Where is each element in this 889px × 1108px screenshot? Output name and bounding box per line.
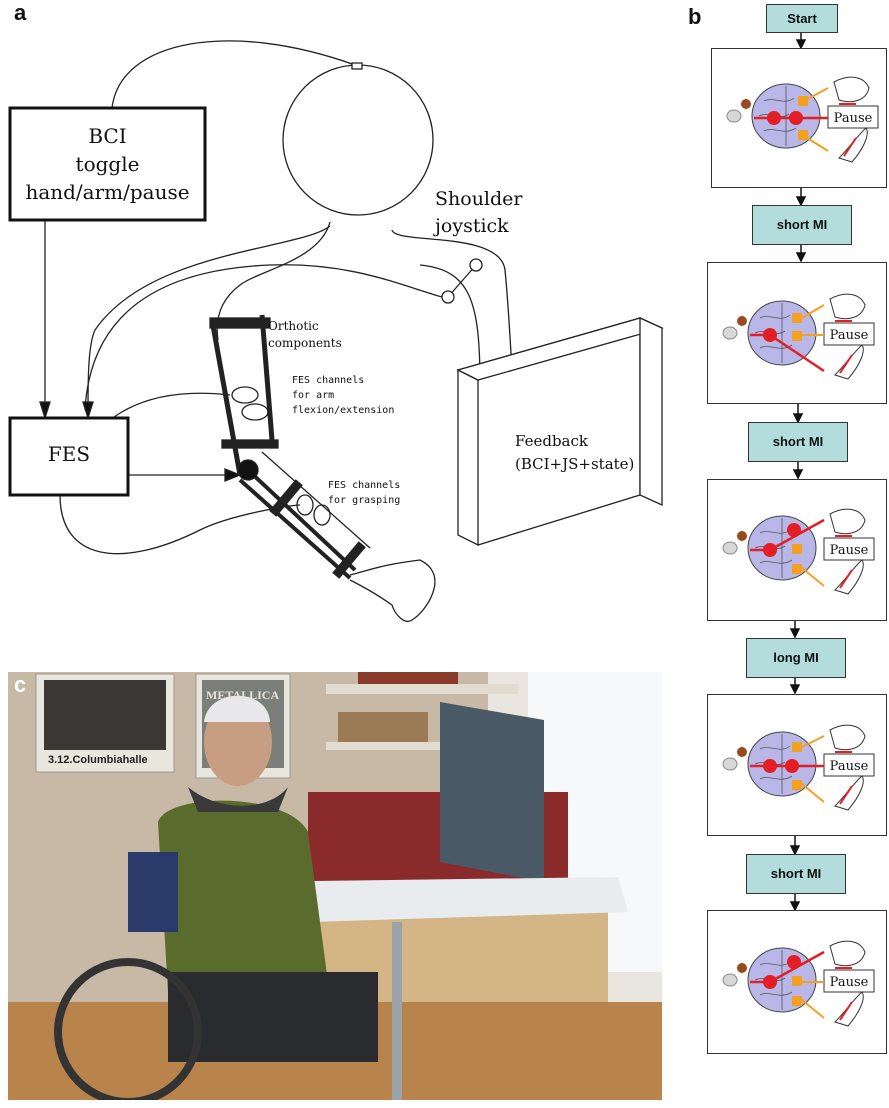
poster-left-text: 3.12.Columbiahalle xyxy=(48,754,148,766)
fes-box xyxy=(8,416,130,497)
fes-grasp-label-2: for grasping xyxy=(328,495,401,506)
fes-arm-label-1: FES channels xyxy=(292,375,365,386)
shoulder-label: Shoulder xyxy=(435,188,523,210)
bci-title: BCI xyxy=(88,124,127,148)
flow-step-short-mi-3: short MI xyxy=(746,854,846,894)
elbow-joint xyxy=(237,459,259,481)
panel-label-b: b xyxy=(688,4,702,29)
feedback-label: Feedback xyxy=(515,432,588,450)
panel-c-photo: 3.12.Columbiahalle METALLICA xyxy=(8,672,662,1100)
orthotic-label-1: Orthotic xyxy=(268,319,319,333)
eeg-cable xyxy=(111,40,356,109)
panel-label-a: a xyxy=(14,0,27,25)
shoulder-joystick-stick xyxy=(447,264,477,298)
bci-box xyxy=(8,106,207,222)
fes-arm-label-2: for arm xyxy=(292,390,335,401)
bci-toggle-text: toggle xyxy=(75,152,140,176)
panel-a-diagram xyxy=(8,40,664,622)
flow-step-short-mi-2: short MI xyxy=(748,422,848,462)
bci-modes-text: hand/arm/pause xyxy=(25,180,190,204)
fes-arm-label-3: flexion/extension xyxy=(292,405,395,416)
orthotic-label-2: components xyxy=(268,336,342,350)
flow-step-start: Start xyxy=(766,4,838,33)
flow-step-long-mi: long MI xyxy=(746,638,846,678)
feedback-detail: (BCI+JS+state) xyxy=(515,455,635,473)
panel-label-c: c xyxy=(14,672,27,697)
hand-outline xyxy=(349,559,436,622)
flow-step-short-mi-1: short MI xyxy=(752,205,852,245)
poster-right-text: METALLICA xyxy=(206,688,280,702)
joystick-label: joystick xyxy=(435,215,509,237)
fes-title: FES xyxy=(47,442,91,466)
fes-grasp-label-1: FES channels xyxy=(328,480,401,491)
